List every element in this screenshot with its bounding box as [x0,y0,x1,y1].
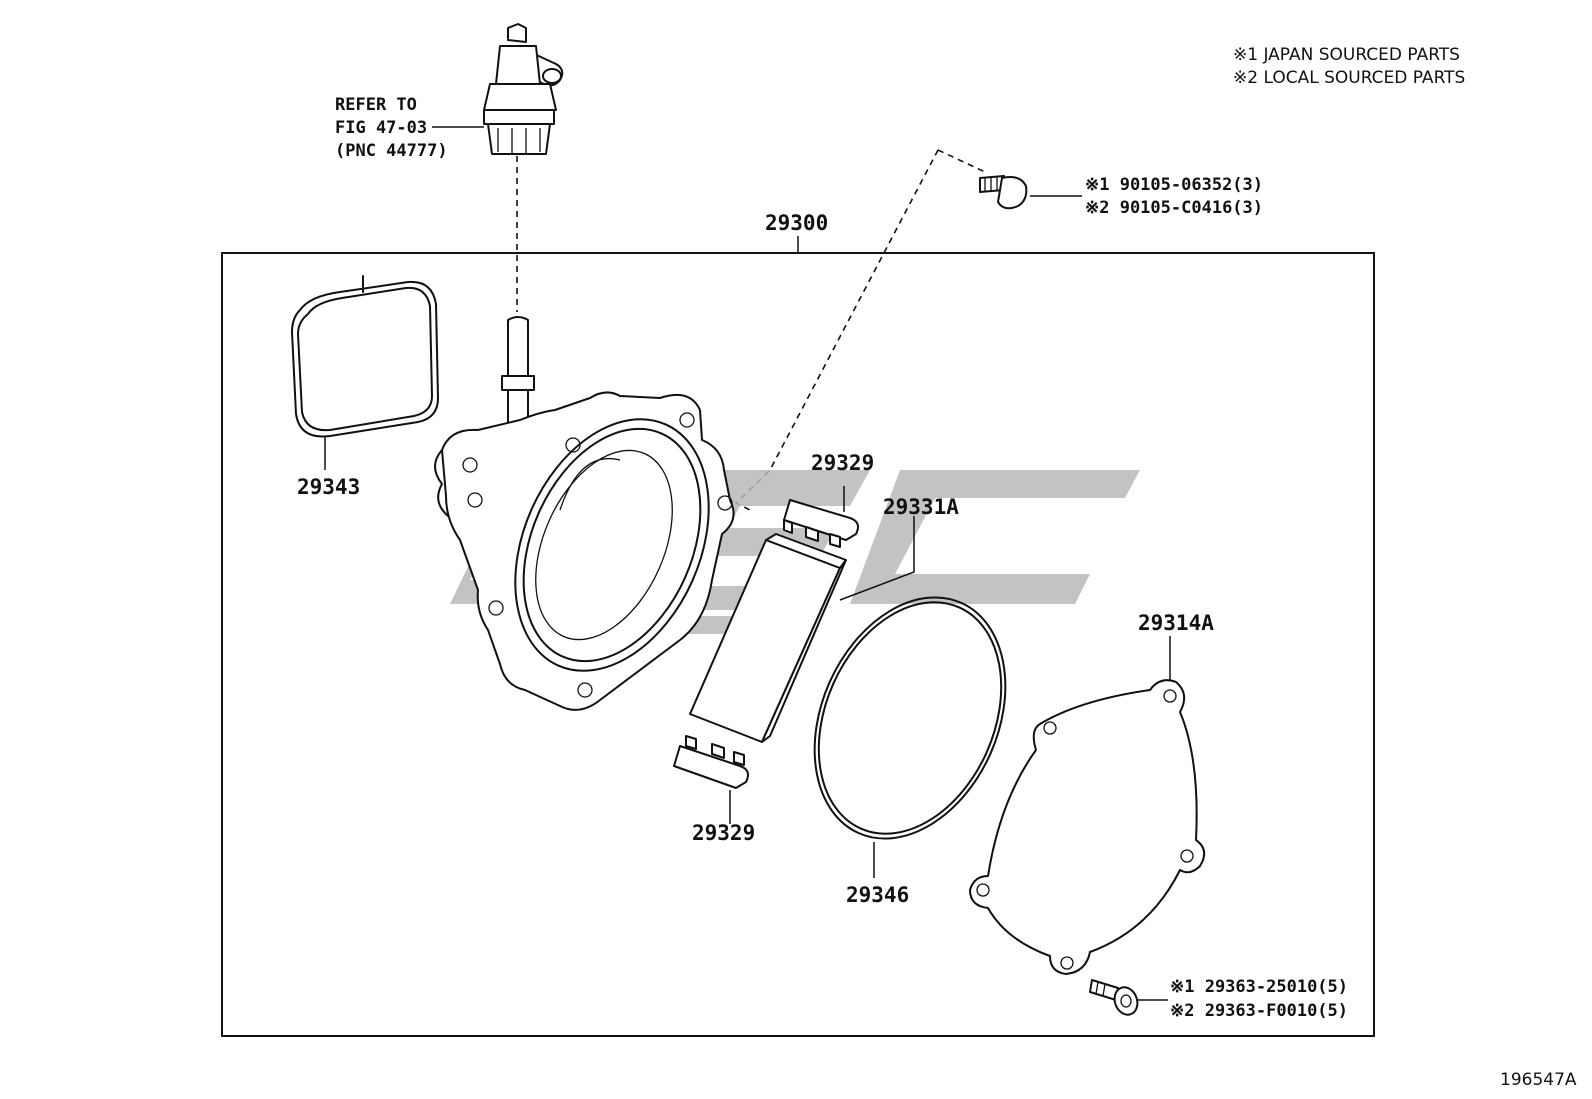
bottom-screw-japan-pn: ※1 29363-25010(5) [1170,977,1348,997]
bottom-screw-callout: ※1 29363-25010(5) ※2 29363-F0010(5) [1170,977,1348,1021]
gasket-29343-drawing [291,275,439,470]
refer-line-3: (PNC 44777) [335,141,448,161]
bottom-screw-drawing [1089,979,1168,1016]
label-29343: 29343 [297,475,360,499]
rotor-vane-drawing [689,533,847,743]
label-29329-bottom: 29329 [692,821,755,845]
o-ring-29346-drawing [813,596,1007,878]
leader-29331A [839,516,915,601]
note-local-sourced: ※2 LOCAL SOURCED PARTS [1233,68,1465,88]
label-29314A: 29314A [1138,611,1214,635]
bottom-screw-local-pn: ※2 29363-F0010(5) [1170,1001,1348,1021]
source-notes: ※1 JAPAN SOURCED PARTS ※2 LOCAL SOURCED … [1233,45,1465,88]
top-bolt-japan-pn: ※1 90105-06352(3) [1085,175,1263,195]
top-bolt-callout: ※1 90105-06352(3) ※2 90105-C0416(3) [1085,175,1263,218]
assembly-frame [221,252,1375,1037]
vane-guide-top-drawing [783,499,859,548]
check-valve-drawing [483,23,564,155]
top-bolt-local-pn: ※2 90105-C0416(3) [1085,198,1263,218]
vane-guide-bottom-drawing [673,735,749,789]
figure-id: 196547A [1500,1070,1577,1090]
label-29329-top: 29329 [811,451,874,475]
assembly-label: 29300 [765,211,828,235]
refer-callout: REFER TO FIG 47-03 (PNC 44777) [335,95,484,161]
cover-29314A-drawing [969,636,1206,975]
refer-line-1: REFER TO [335,95,417,115]
top-bolt-drawing [979,175,1082,210]
label-29346: 29346 [846,883,909,907]
label-29331A: 29331A [883,495,959,519]
pump-housing-drawing [434,316,735,711]
refer-line-2: FIG 47-03 [335,118,427,138]
note-japan-sourced: ※1 JAPAN SOURCED PARTS [1233,45,1460,65]
